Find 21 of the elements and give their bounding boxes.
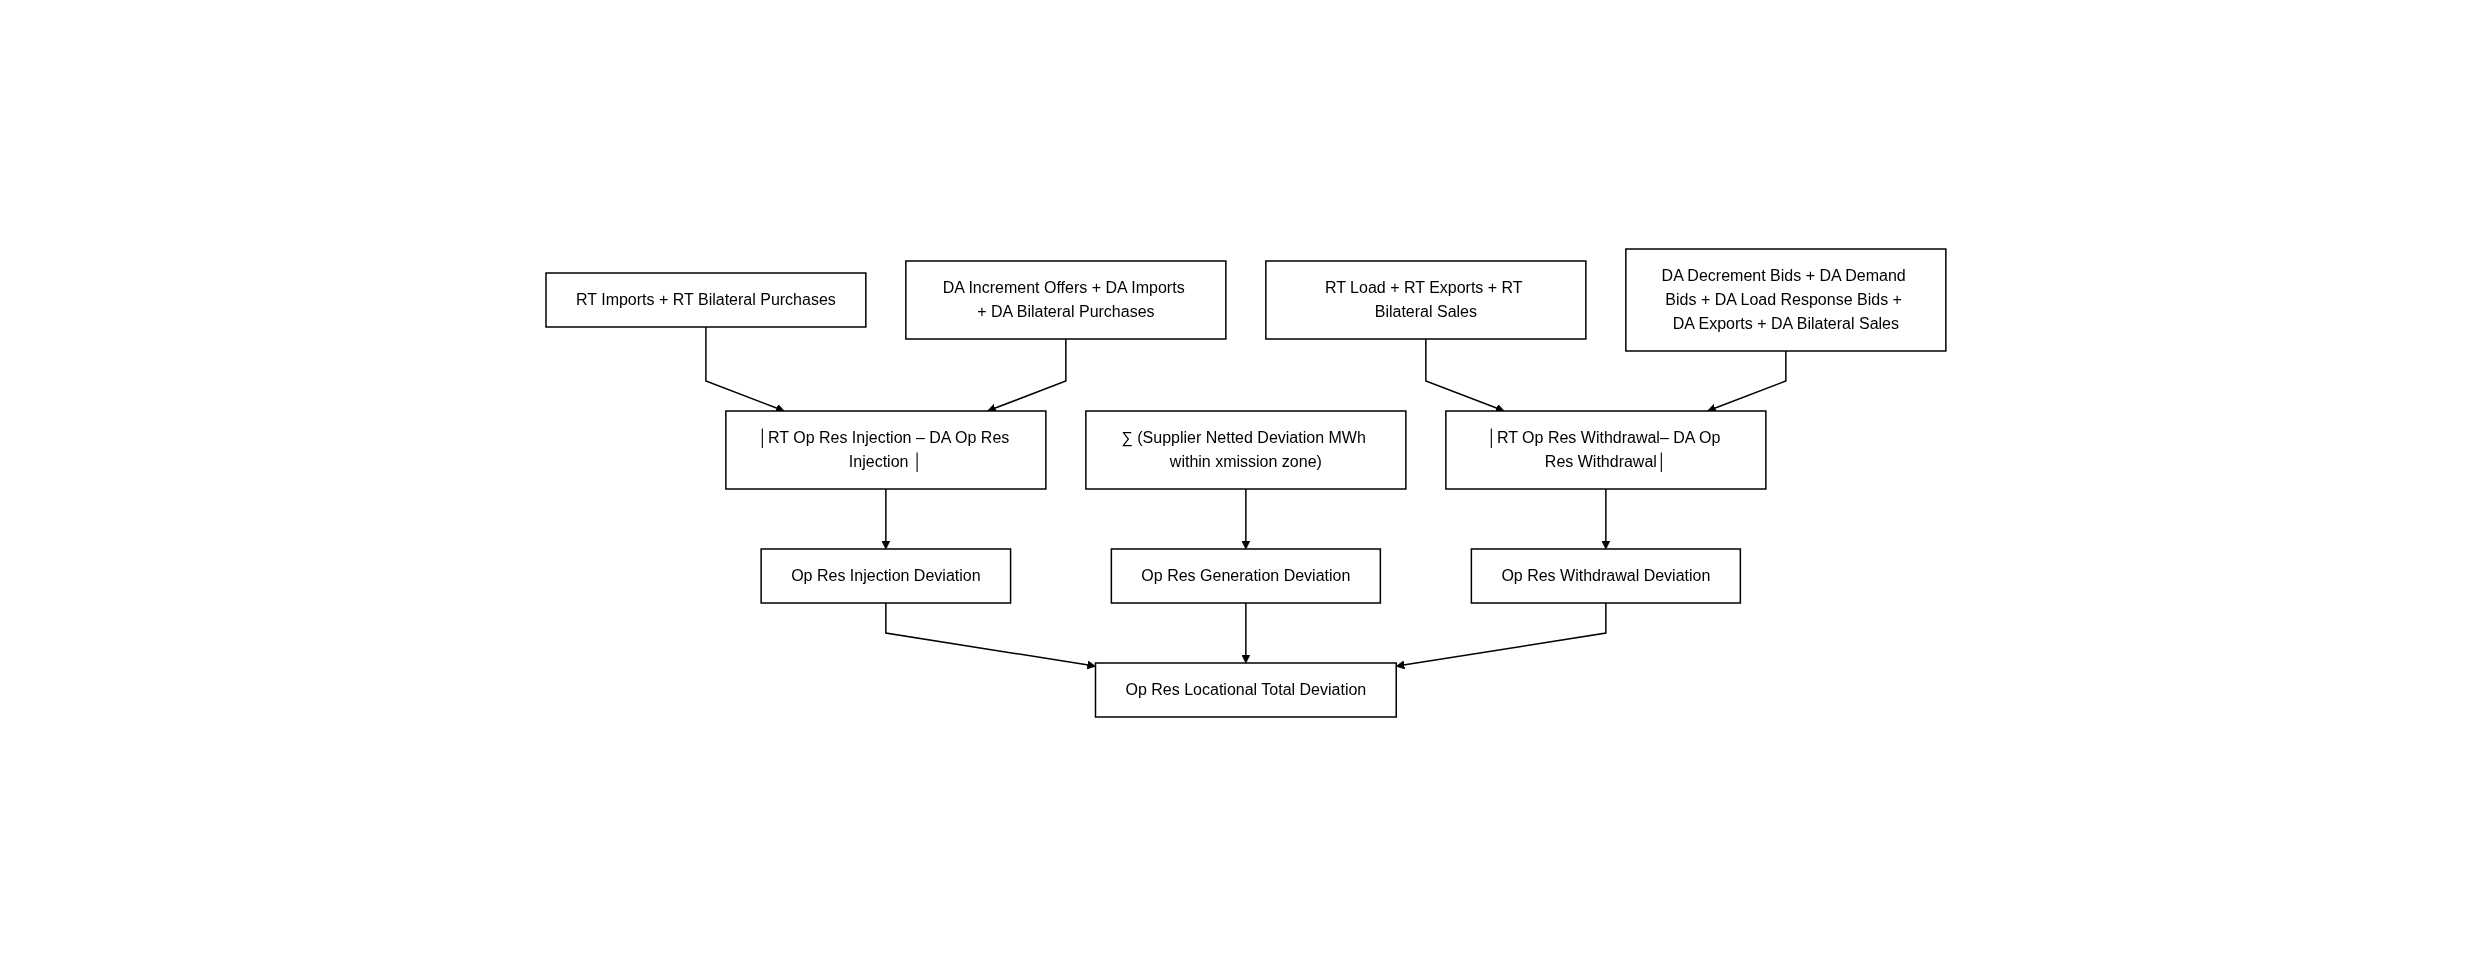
- arrow: [884, 601, 1096, 669]
- node-box: │RT Op Res Injection – DA Op Res Injection │: [724, 409, 1047, 490]
- node-box: Op Res Generation Deviation: [1110, 547, 1381, 604]
- node-box: DA Increment Offers + DA Imports + DA Bilateral Purchases: [904, 259, 1227, 340]
- node-box: Op Res Withdrawal Deviation: [1470, 547, 1741, 604]
- arrow: [881, 487, 890, 549]
- arrow: [704, 325, 785, 412]
- arrow: [1424, 337, 1505, 412]
- arrow: [1706, 349, 1787, 412]
- node-box: DA Decrement Bids + DA Demand Bids + DA Load Response Bids + DA Exports + DA Bilateral Sales: [1624, 247, 1947, 352]
- arrow: [1241, 487, 1250, 549]
- node-box: ∑ (Supplier Netted Deviation MWh within xmission zone): [1084, 409, 1407, 490]
- arrow: [1395, 601, 1607, 669]
- node-box: Op Res Injection Deviation: [759, 547, 1011, 604]
- node-box: │RT Op Res Withdrawal– DA Op Res Withdrawal│: [1444, 409, 1767, 490]
- arrow: [1601, 487, 1610, 549]
- node-box: Op Res Locational Total Deviation: [1094, 661, 1397, 718]
- arrow: [986, 337, 1067, 412]
- node-box: RT Load + RT Exports + RT Bilateral Sales: [1264, 259, 1587, 340]
- arrow: [1241, 601, 1250, 663]
- node-box: RT Imports + RT Bilateral Purchases: [544, 271, 867, 328]
